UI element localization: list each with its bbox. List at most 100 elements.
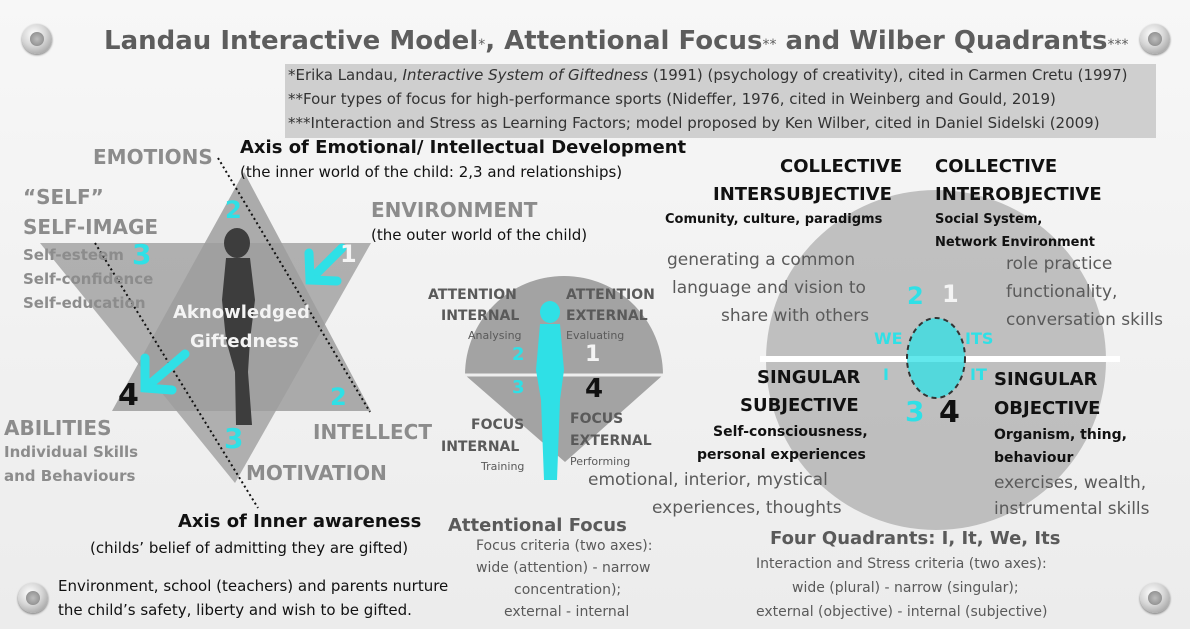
focus-internal-sub: Training — [481, 460, 525, 473]
axis1-subtitle: (the inner world of the child: 2,3 and r… — [240, 163, 623, 181]
landau-number-3-bottom: 3 — [224, 422, 244, 455]
ci-title-1: COLLECTIVE — [780, 156, 903, 177]
screw-bottom-right — [1140, 583, 1170, 613]
attention-criteria-1: Focus criteria (two axes): — [476, 538, 653, 554]
ss-subtitle-1: Self-consciousness, — [713, 424, 868, 440]
ss-desc-2: experiences, thoughts — [652, 498, 842, 518]
reference-1-suffix: (1991) (psychology of creativity), cited… — [648, 66, 1128, 84]
ci-subtitle: Comunity, culture, paradigms — [665, 212, 883, 227]
label-emotions: EMOTIONS — [93, 145, 213, 169]
attention-external-2: EXTERNAL — [566, 308, 648, 324]
wilber-criteria-3: external (objective) - internal (subject… — [756, 604, 1048, 620]
cyan-figure — [536, 301, 564, 480]
attention-external-sub: Evaluating — [566, 329, 625, 342]
attention-title: Attentional Focus — [448, 515, 627, 536]
title-part-landau: Landau Interactive Model — [104, 26, 479, 56]
co-desc-1: role practice — [1006, 254, 1113, 274]
environment-subtitle: (the outer world of the child) — [371, 226, 588, 244]
screw-top-left — [22, 24, 52, 54]
title-part-focus: , Attentional Focus — [485, 26, 763, 56]
reference-1-prefix: *Erika Landau, — [288, 66, 403, 84]
co-title-2: INTEROBJECTIVE — [935, 184, 1102, 205]
wilber-number-4: 4 — [939, 395, 960, 430]
landau-number-3: 3 — [132, 238, 152, 271]
focus-internal-1: FOCUS — [471, 417, 525, 433]
co-desc-2: functionality, — [1006, 282, 1118, 302]
self-item-1: Self-esteem — [23, 246, 124, 264]
attention-lower — [465, 375, 663, 462]
axis2-subtitle: (childs’ belief of admitting they are gi… — [90, 539, 409, 557]
focus-external-2: EXTERNAL — [570, 433, 652, 449]
so-subtitle-2: behaviour — [994, 450, 1074, 466]
reference-3: ***Interaction and Stress as Learning Fa… — [288, 114, 1100, 132]
title-part-wilber: and Wilber Quadrants — [776, 26, 1108, 56]
center-label-2: Giftedness — [190, 331, 299, 352]
ci-desc-3: share with others — [721, 306, 870, 326]
attention-criteria-3: concentration); — [514, 582, 622, 598]
attention-dome — [465, 276, 663, 375]
title-mark-1: * — [478, 37, 486, 53]
label-abilities: ABILITIES — [4, 416, 112, 440]
landau-number-2-top: 2 — [225, 196, 242, 224]
wilber-number-2: 2 — [907, 282, 924, 310]
attention-number-2: 2 — [512, 344, 525, 365]
reference-1: *Erika Landau, Interactive System of Gif… — [288, 66, 1128, 84]
landau-number-4: 4 — [118, 378, 139, 413]
ss-title-2: SUBJECTIVE — [740, 395, 859, 416]
ci-desc-1: generating a common — [667, 250, 856, 270]
co-subtitle-1: Social System, — [935, 212, 1043, 227]
co-title-1: COLLECTIVE — [935, 156, 1058, 177]
landau-number-2-right: 2 — [330, 383, 347, 411]
ss-title-1: SINGULAR — [757, 367, 861, 388]
wilber-criteria-2: wide (plural) - narrow (singular); — [792, 580, 1019, 596]
ci-title-2: INTERSUBJECTIVE — [713, 184, 892, 205]
center-label-1: Aknowledged — [173, 302, 310, 323]
label-environment: ENVIRONMENT — [371, 198, 538, 222]
wilber-number-3: 3 — [905, 395, 925, 428]
landau-number-1: 1 — [340, 240, 357, 268]
wilber-number-1: 1 — [942, 280, 959, 308]
co-desc-3: conversation skills — [1006, 310, 1164, 330]
so-desc-2: instrumental skills — [994, 499, 1150, 519]
wilber-center-ellipse — [906, 317, 966, 399]
wilber-title: Four Quadrants: I, It, We, Its — [770, 528, 1061, 549]
label-intellect: INTELLECT — [313, 420, 432, 444]
attention-number-4: 4 — [585, 374, 604, 404]
so-desc-1: exercises, wealth, — [994, 473, 1147, 493]
label-motivation: MOTIVATION — [246, 461, 387, 485]
quadrant-it: IT — [970, 365, 987, 384]
so-title-2: OBJECTIVE — [994, 398, 1101, 419]
attention-internal-2: INTERNAL — [441, 308, 520, 324]
label-self-image: SELF-IMAGE — [23, 215, 159, 239]
quadrant-we: WE — [874, 329, 903, 348]
self-item-3: Self-education — [23, 294, 146, 312]
references-box — [285, 64, 1156, 138]
footer-line-1: Environment, school (teachers) and paren… — [58, 577, 449, 595]
footer-line-2: the child’s safety, liberty and wish to … — [58, 601, 412, 619]
attention-criteria-2: wide (attention) - narrow — [476, 560, 651, 576]
screw-bottom-left — [18, 583, 48, 613]
page-title: Landau Interactive Model*, Attentional F… — [104, 26, 1128, 56]
ci-desc-2: language and vision to — [672, 278, 866, 298]
label-self: “SELF” — [23, 185, 104, 209]
attention-number-1: 1 — [585, 342, 601, 367]
title-mark-3: *** — [1107, 37, 1129, 53]
screw-top-right — [1140, 24, 1170, 54]
abilities-item-2: and Behaviours — [4, 467, 136, 485]
axis-emotional-intellectual — [217, 157, 371, 413]
attention-criteria-4: external - internal — [504, 604, 630, 620]
arrow-right-cyan — [304, 243, 347, 286]
silhouette-figure — [222, 228, 255, 425]
quadrant-its: ITS — [965, 329, 994, 348]
quadrant-i: I — [883, 365, 889, 384]
focus-external-sub: Performing — [570, 455, 631, 468]
arrow-left-cyan — [140, 349, 190, 395]
focus-internal-2: INTERNAL — [441, 439, 520, 455]
focus-external-1: FOCUS — [570, 411, 624, 427]
attention-number-3: 3 — [512, 377, 525, 398]
wilber-criteria-1: Interaction and Stress criteria (two axe… — [756, 556, 1047, 572]
title-mark-2: ** — [762, 37, 777, 53]
so-subtitle-1: Organism, thing, — [994, 427, 1127, 443]
co-subtitle-2: Network Environment — [935, 235, 1095, 250]
abilities-item-1: Individual Skills — [4, 443, 139, 461]
